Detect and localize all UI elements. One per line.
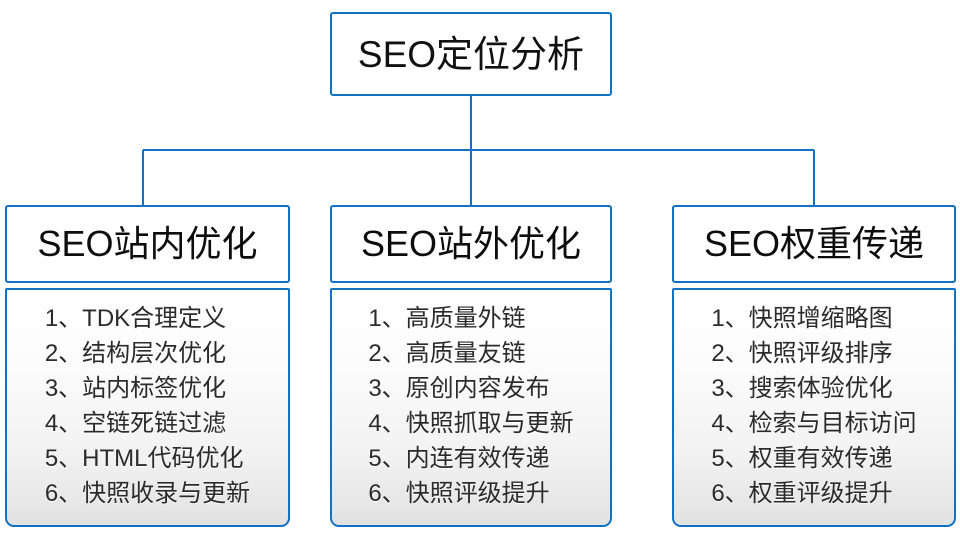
branch-item-list-2: 1、高质量外链 2、高质量友链 3、原创内容发布 4、快照抓取与更新 5、内连有…	[368, 301, 573, 511]
branch-body-3: 1、快照增缩略图 2、快照评级排序 3、搜索体验优化 4、检索与目标访问 5、权…	[672, 288, 956, 527]
list-item: 2、快照评级排序	[711, 340, 893, 367]
branch-body-2: 1、高质量外链 2、高质量友链 3、原创内容发布 4、快照抓取与更新 5、内连有…	[330, 288, 612, 527]
branch-column-seo-weight: SEO权重传递 1、快照增缩略图 2、快照评级排序 3、搜索体验优化 4、检索与…	[672, 205, 956, 527]
list-item: 1、高质量外链	[368, 305, 526, 332]
list-item: 5、HTML代码优化	[44, 445, 244, 472]
list-item: 3、原创内容发布	[368, 375, 550, 402]
branch-item-list-1: 1、TDK合理定义 2、结构层次优化 3、站内标签优化 4、空链死链过滤 5、H…	[45, 301, 250, 511]
branch-header-2-label: SEO站外优化	[360, 223, 582, 264]
list-item: 5、内连有效传递	[368, 445, 550, 472]
list-item: 1、TDK合理定义	[44, 305, 227, 332]
list-item: 1、快照增缩略图	[711, 305, 893, 332]
branch-item-list-3: 1、快照增缩略图 2、快照评级排序 3、搜索体验优化 4、检索与目标访问 5、权…	[711, 301, 916, 511]
root-node-label: SEO定位分析	[357, 33, 585, 75]
branch-column-seo-offsite: SEO站外优化 1、高质量外链 2、高质量友链 3、原创内容发布 4、快照抓取与…	[330, 205, 612, 527]
branch-header-3[interactable]: SEO权重传递	[672, 205, 956, 283]
list-item: 2、结构层次优化	[44, 340, 227, 367]
list-item: 4、检索与目标访问	[711, 410, 917, 437]
branch-header-1[interactable]: SEO站内优化	[5, 205, 290, 283]
list-item: 3、搜索体验优化	[711, 375, 893, 402]
root-node[interactable]: SEO定位分析	[330, 12, 612, 96]
list-item: 2、高质量友链	[368, 340, 526, 367]
list-item: 4、快照抓取与更新	[368, 410, 574, 437]
list-item: 6、快照收录与更新	[44, 480, 251, 507]
branch-column-seo-onsite: SEO站内优化 1、TDK合理定义 2、结构层次优化 3、站内标签优化 4、空链…	[5, 205, 290, 527]
list-item: 6、快照评级提升	[368, 480, 550, 507]
branch-header-1-label: SEO站内优化	[37, 223, 258, 264]
branch-header-3-label: SEO权重传递	[703, 223, 925, 264]
list-item: 5、权重有效传递	[711, 445, 893, 472]
branch-body-1: 1、TDK合理定义 2、结构层次优化 3、站内标签优化 4、空链死链过滤 5、H…	[5, 288, 290, 527]
list-item: 6、权重评级提升	[711, 480, 893, 507]
list-item: 3、站内标签优化	[44, 375, 227, 402]
branch-header-2[interactable]: SEO站外优化	[330, 205, 612, 283]
list-item: 4、空链死链过滤	[44, 410, 227, 437]
